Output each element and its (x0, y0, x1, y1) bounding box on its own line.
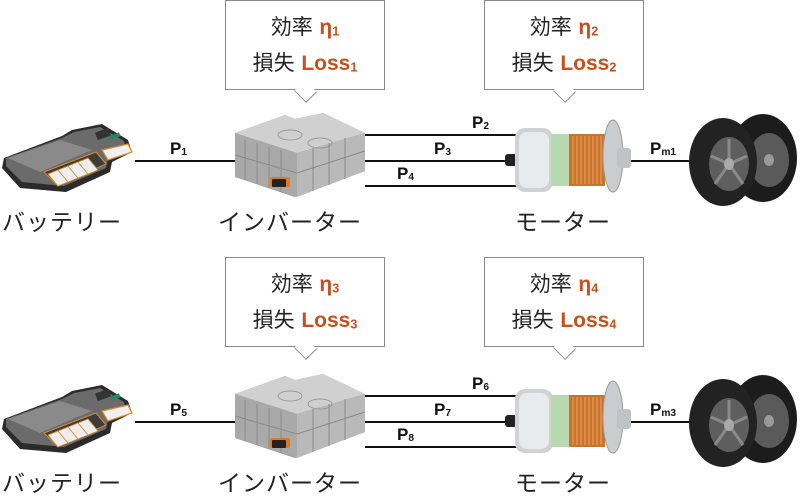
power-line-inverter-motor-middle (365, 160, 515, 162)
power-label-p6: P6 (472, 374, 490, 394)
loss-symbol: Loss2 (560, 52, 617, 75)
battery-caption: バッテリー (2, 210, 122, 236)
efficiency-label: 効率 (270, 272, 313, 296)
loss-label: 損失 (252, 308, 295, 332)
inverter-efficiency-callout: 効率 η1 損失 Loss1 (225, 0, 385, 103)
wheels-icon (689, 114, 797, 206)
power-label-pm1: Pm1 (650, 139, 677, 159)
efficiency-symbol: η2 (578, 16, 599, 39)
battery-pack-icon (2, 124, 133, 192)
power-label-p4: P4 (397, 164, 415, 184)
callout-pointer (553, 80, 576, 103)
efficiency-label: 効率 (529, 15, 572, 39)
inverter-unit-icon (234, 374, 366, 458)
power-line-inverter-motor-middle (365, 421, 515, 423)
power-line-battery-inverter (135, 421, 235, 423)
inverter-unit-icon (234, 113, 366, 197)
efficiency-symbol: η4 (578, 273, 599, 296)
loss-label: 損失 (252, 51, 295, 75)
inverter-caption: インバーター (218, 210, 362, 236)
wheels-icon (689, 375, 797, 467)
callout-pointer (294, 337, 317, 360)
efficiency-symbol: η1 (319, 16, 340, 39)
power-line-motor-wheels (630, 160, 690, 162)
efficiency-label: 効率 (529, 272, 572, 296)
efficiency-symbol: η3 (319, 273, 340, 296)
loss-symbol: Loss4 (560, 309, 617, 332)
power-line-inverter-motor-upper (365, 395, 530, 397)
battery-pack-icon (2, 385, 133, 453)
power-label-p2: P2 (472, 113, 490, 133)
inverter-efficiency-callout: 効率 η3 損失 Loss3 (225, 257, 385, 360)
power-line-inverter-motor-lower (365, 446, 530, 448)
motor-caption: モーター (515, 210, 611, 236)
power-label-pm3: Pm3 (650, 400, 677, 420)
loss-symbol: Loss1 (301, 52, 358, 75)
power-label-p1: P1 (170, 139, 188, 159)
motor-efficiency-callout: 効率 η2 損失 Loss2 (484, 0, 644, 103)
power-label-p3: P3 (434, 139, 452, 159)
motor-efficiency-callout: 効率 η4 損失 Loss4 (484, 257, 644, 360)
callout-pointer (553, 337, 576, 360)
power-line-inverter-motor-upper (365, 134, 530, 136)
powertrain-row-2: 効率 η3 損失 Loss3 効率 η4 損失 Loss4 P5 P6 P7 P… (0, 257, 800, 504)
callout-pointer (294, 80, 317, 103)
power-label-p7: P7 (434, 400, 452, 420)
power-line-motor-wheels (630, 421, 690, 423)
power-line-inverter-motor-lower (365, 185, 530, 187)
power-line-battery-inverter (135, 160, 235, 162)
efficiency-label: 効率 (270, 15, 313, 39)
inverter-caption: インバーター (218, 471, 362, 497)
loss-symbol: Loss3 (301, 309, 358, 332)
powertrain-row-1: 効率 η1 損失 Loss1 効率 η2 損失 Loss2 P1 P2 P3 P… (2, 0, 797, 236)
loss-label: 損失 (511, 308, 554, 332)
motor-caption: モーター (515, 471, 611, 497)
electric-motor-icon (505, 119, 631, 193)
battery-caption: バッテリー (2, 471, 122, 497)
electric-motor-icon (505, 380, 631, 454)
loss-label: 損失 (511, 51, 554, 75)
power-label-p5: P5 (170, 400, 188, 420)
power-label-p8: P8 (397, 425, 415, 445)
